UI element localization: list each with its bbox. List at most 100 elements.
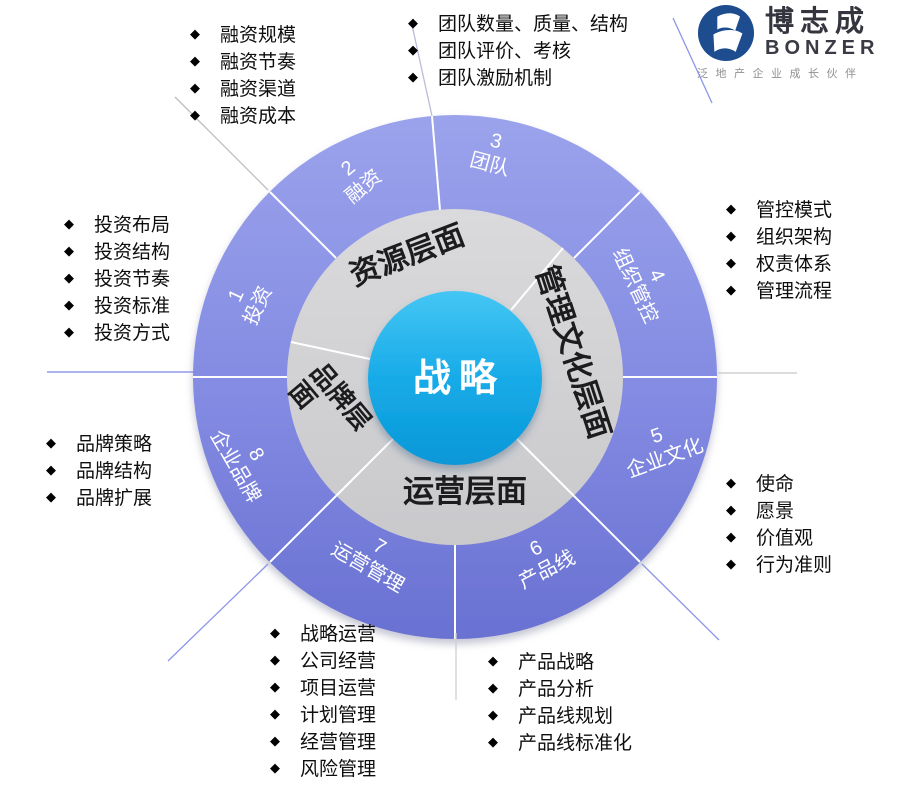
list-item-text: 产品战略	[518, 652, 595, 673]
list-item: ◆ 品牌策略	[46, 429, 152, 456]
list-item-text: 使命	[756, 474, 795, 495]
diamond-bullet-icon: ◆	[46, 462, 56, 477]
diamond-bullet-icon: ◆	[270, 706, 280, 721]
list-item-text: 团队数量、质量、结构	[438, 14, 629, 35]
list-item: ◆组织架构	[726, 222, 832, 249]
list-item: ◆品牌结构	[46, 456, 152, 483]
list-item: ◆行为准则	[726, 550, 832, 577]
diamond-bullet-icon: ◆	[270, 625, 280, 640]
diamond-bullet-icon: ◆	[270, 652, 280, 667]
list-item-text: 管控模式	[756, 200, 833, 221]
segment-divider	[431, 115, 441, 211]
diamond-bullet-icon: ◆	[726, 556, 736, 571]
list-item-text: 融资成本	[220, 106, 297, 127]
logo-name-en: BONZER	[765, 37, 880, 60]
bonzer-logo-icon	[697, 4, 755, 62]
list-item: ◆使命	[726, 469, 832, 496]
list-item-text: 产品线标准化	[518, 733, 633, 754]
inner-ring-divider	[515, 437, 575, 497]
logo-top-row: 博志成 BONZER	[697, 4, 893, 62]
list-item: ◆ 管理流程	[726, 276, 832, 303]
diamond-bullet-icon: ◆	[488, 734, 498, 749]
list-item: ◆愿景	[726, 496, 832, 523]
list-item: ◆风险管理	[270, 754, 376, 781]
center-strategy-label: 战略	[413, 358, 505, 400]
list-item: ◆ 融资渠道	[190, 74, 296, 101]
diamond-bullet-icon: ◆	[726, 282, 736, 297]
diamond-bullet-icon: ◆	[64, 324, 74, 339]
leader-line	[174, 96, 269, 191]
list-item-text: 团队激励机制	[438, 68, 553, 89]
diamond-bullet-icon: ◆	[190, 107, 200, 122]
list-item-text: 投资结构	[94, 242, 171, 263]
diamond-bullet-icon: ◆	[270, 679, 280, 694]
bonzer-logo: 博志成 BONZER 泛地产企业成长伙伴	[697, 4, 893, 81]
diamond-bullet-icon: ◆	[190, 80, 200, 95]
list-item-text: 融资节奏	[220, 52, 297, 73]
list-item: ◆公司经营	[270, 646, 376, 673]
list-item-text: 投资方式	[94, 323, 171, 344]
diamond-bullet-icon: ◆	[270, 733, 280, 748]
diamond-bullet-icon: ◆	[190, 26, 200, 41]
diamond-bullet-icon: ◆	[64, 216, 74, 231]
logo-flag-bottom	[713, 29, 743, 52]
segment-divider	[573, 495, 641, 563]
diamond-bullet-icon: ◆	[726, 201, 736, 216]
logo-flag-top	[717, 13, 741, 31]
leader-line	[672, 17, 713, 104]
list-item-text: 投资节奏	[94, 269, 171, 290]
list-item-text: 战略运营	[300, 624, 377, 645]
list-item: ◆ 价值观	[726, 523, 832, 550]
list-item: ◆ 投资方式	[64, 318, 170, 345]
list-item-text: 管理流程	[756, 281, 833, 302]
logo-text-block: 博志成 BONZER	[765, 5, 880, 60]
list-item: ◆产品分析	[488, 674, 632, 701]
list-item: ◆产品线规划	[488, 701, 632, 728]
control-list: ◆ 管控模式 ◆组织架构 ◆权责体系 ◆ 管理流程	[726, 195, 832, 303]
investment-list: ◆投资布局 ◆投资结构 ◆投资节奏 ◆投资标准 ◆投资方式	[64, 210, 170, 345]
diamond-bullet-icon: ◆	[46, 435, 56, 450]
list-item: ◆ 产品线标准化	[488, 728, 632, 755]
list-item: ◆品牌扩展	[46, 483, 152, 510]
list-item: ◆团队数量、质量、结构	[408, 9, 628, 36]
list-item-text: 价值观	[756, 528, 814, 549]
team-list: ◆团队数量、质量、结构 ◆团队评价、考核 ◆ 团队激励机制	[408, 9, 628, 90]
list-item: ◆权责体系	[726, 249, 832, 276]
list-item-text: 融资渠道	[220, 79, 297, 100]
inner-ring-divider	[290, 341, 371, 360]
leader-line	[641, 563, 720, 641]
diamond-bullet-icon: ◆	[408, 69, 418, 84]
diamond-bullet-icon: ◆	[64, 243, 74, 258]
list-item-text: 投资标准	[94, 296, 171, 317]
diamond-bullet-icon: ◆	[726, 529, 736, 544]
list-item: ◆团队评价、考核	[408, 36, 628, 63]
segment-number: 3	[488, 129, 504, 153]
diamond-bullet-icon: ◆	[726, 228, 736, 243]
diamond-bullet-icon: ◆	[64, 297, 74, 312]
list-item: ◆ 融资成本	[190, 101, 296, 128]
list-item-text: 团队评价、考核	[438, 41, 572, 62]
inner-ring-divider	[510, 247, 564, 311]
list-item: ◆ 投资结构	[64, 237, 170, 264]
diamond-bullet-icon: ◆	[726, 502, 736, 517]
list-item-text: 产品线规划	[518, 706, 614, 727]
brand-list: ◆ 品牌策略 ◆品牌结构 ◆品牌扩展	[46, 429, 152, 510]
inner-ring-divider	[335, 437, 395, 497]
operation-list: ◆战略运营 ◆公司经营 ◆项目运营 ◆计划管理 ◆经营管理 ◆风险管理	[270, 619, 376, 781]
list-item: ◆ 团队激励机制	[408, 63, 628, 90]
segment-divider	[269, 495, 337, 563]
logo-tagline: 泛地产企业成长伙伴	[697, 68, 864, 80]
list-item: ◆产品战略	[488, 647, 632, 674]
segment-divider	[573, 191, 641, 259]
list-item-text: 产品分析	[518, 679, 595, 700]
list-item: ◆融资节奏	[190, 47, 296, 74]
logo-name-cn: 博志成	[765, 5, 871, 38]
list-item: ◆项目运营	[270, 673, 376, 700]
list-item: ◆ 战略运营	[270, 619, 376, 646]
list-item: ◆ 投资标准	[64, 291, 170, 318]
list-item-text: 计划管理	[300, 705, 377, 726]
leader-line	[411, 24, 433, 117]
list-item-text: 品牌策略	[76, 434, 153, 455]
